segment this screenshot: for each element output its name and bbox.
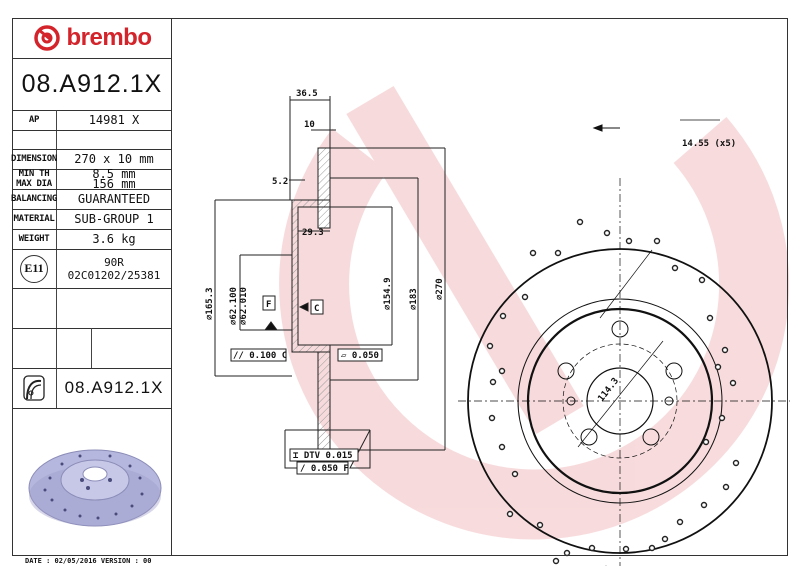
svg-text:// 0.100 C: // 0.100 C (233, 351, 287, 361)
balancing-value: GUARANTEED (77, 192, 151, 206)
svg-text:▱ 0.050: ▱ 0.050 (341, 351, 379, 361)
brand-logo: brembo (12, 18, 172, 58)
flatness-frame: ▱ 0.050 (337, 348, 383, 362)
svg-text:10: 10 (304, 120, 315, 130)
runout-frame: / 0.050 F (296, 461, 349, 475)
info-panel: brembo 08.A912.1X AP 14981 X DIMENSION 2… (10, 18, 172, 556)
brembo-logo-icon (34, 25, 61, 51)
svg-text:5.2: 5.2 (272, 177, 288, 187)
material-label: MATERIAL (13, 214, 55, 224)
disc-kit-icon (23, 375, 45, 401)
homologation-line1: 90R (104, 255, 124, 269)
svg-text:⌶ DTV 0.015: ⌶ DTV 0.015 (293, 451, 353, 461)
svg-text:⌀154.9: ⌀154.9 (383, 277, 393, 310)
svg-text:⌀62.100: ⌀62.100 (229, 287, 239, 325)
kit-part-number: 08.A912.1X (64, 378, 164, 397)
parallelism-frame: // 0.100 C (230, 348, 287, 362)
brembo-watermark (279, 85, 790, 540)
min-th-value: 8.5 mm (92, 167, 136, 181)
min-th-label: MIN TH (18, 169, 50, 179)
homologation-line2: 02C01202/25381 (67, 268, 161, 282)
svg-text:⌀165.3: ⌀165.3 (205, 287, 215, 320)
svg-text:F: F (266, 300, 271, 310)
balancing-label: BALANCING (10, 194, 58, 204)
weight-value: 3.6 kg (92, 232, 136, 246)
datum-f: F (262, 295, 278, 331)
footer-date-version: DATE : 02/05/2016 VERSION : 00 (25, 557, 152, 565)
bolt-hole-dim: 14.55 (x5) (682, 139, 736, 149)
front-view (458, 119, 790, 566)
svg-text:C: C (314, 304, 319, 314)
dtv-frame: ⌶ DTV 0.015 (289, 448, 359, 462)
section-view (214, 96, 446, 469)
drawing-frame (12, 18, 788, 556)
weight-label: WEIGHT (18, 234, 50, 244)
svg-text:29.3: 29.3 (302, 228, 324, 238)
material-value: SUB-GROUP 1 (74, 212, 154, 226)
svg-text:36.5: 36.5 (296, 89, 318, 99)
ap-value: 14981 X (88, 113, 140, 127)
max-dia-label: MAX DIA (16, 179, 52, 189)
dimension-value: 270 x 10 mm (74, 152, 154, 166)
homologation-mark: E11 (20, 254, 48, 283)
svg-text:⌀270: ⌀270 (435, 278, 445, 300)
ap-label: AP (28, 115, 40, 125)
part-number-title: 08.A912.1X (21, 69, 163, 98)
disc-3d-render (28, 449, 162, 527)
datum-c: C (298, 299, 324, 315)
section-dimensions: 36.5 10 5.2 29.3 ⌀165.3 ⌀62.100 ⌀62.010 … (205, 89, 445, 325)
max-dia-value: 156 mm (92, 177, 136, 191)
svg-text:⌀183: ⌀183 (409, 288, 419, 310)
dimension-label: DIMENSION (10, 154, 58, 164)
drilled-holes (486, 218, 740, 566)
svg-text:⌀62.010: ⌀62.010 (239, 287, 249, 325)
svg-text:/ 0.050 F: / 0.050 F (300, 464, 349, 474)
brand-name: brembo (66, 24, 152, 51)
